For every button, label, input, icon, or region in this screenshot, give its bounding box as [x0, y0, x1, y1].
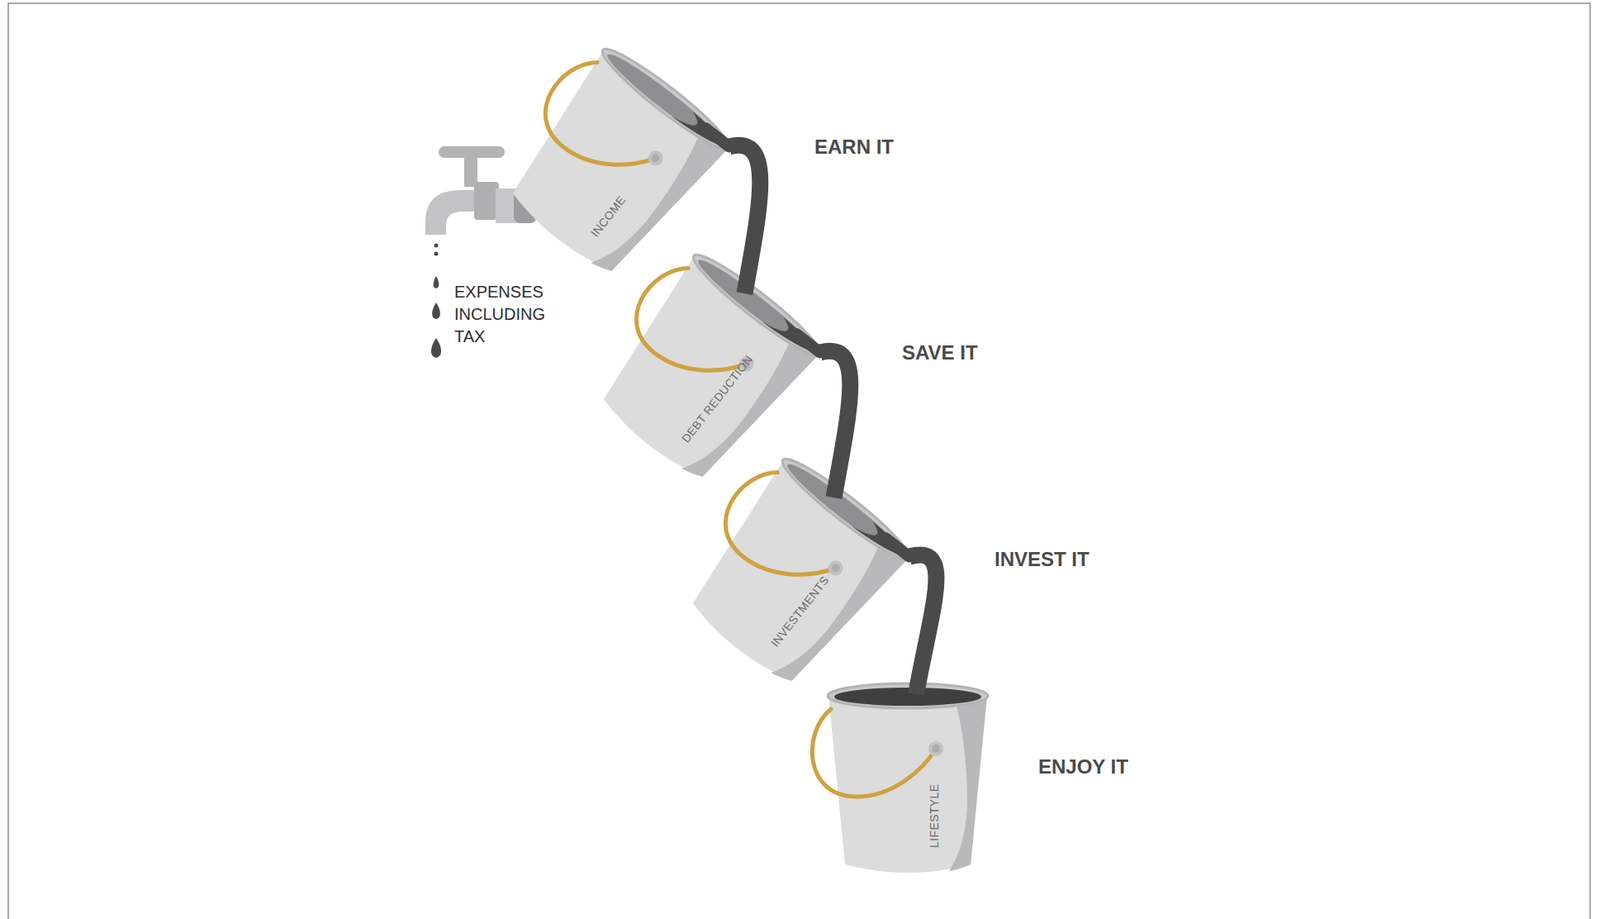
bucket-shape [670, 446, 921, 701]
bucket-inside [602, 47, 730, 152]
bucket-shape [825, 680, 991, 875]
bucket-liquid [851, 512, 908, 561]
bucket-inside [782, 456, 910, 562]
bucket-body [828, 695, 988, 873]
rivet [645, 147, 666, 168]
bucket-body [585, 255, 820, 493]
drop [432, 302, 441, 319]
bucket-shade [949, 695, 988, 871]
pour-stream [909, 555, 937, 694]
bucket-rim [775, 449, 917, 568]
step-heading: SAVE IT [902, 341, 979, 365]
tap-stem [464, 156, 478, 187]
bucket-label: LIFESTYLE [926, 707, 942, 848]
drop [433, 275, 440, 289]
pour-stream [885, 537, 909, 556]
drop [431, 337, 442, 358]
tap-collar [474, 181, 499, 220]
bucket-body [494, 49, 729, 287]
bucket: LIFESTYLE [825, 680, 991, 875]
pour-stream [705, 128, 729, 147]
step-heading: EARN IT [814, 135, 894, 159]
drip [434, 251, 439, 257]
bucket-body [674, 459, 909, 697]
bucket-handle [811, 708, 936, 797]
rivet [928, 740, 944, 756]
rivet [830, 561, 842, 574]
rivet [931, 744, 941, 753]
note-label: EXPENSES INCLUDING TAX [454, 280, 554, 348]
pour-stream [885, 537, 936, 694]
bucket: INCOME [490, 36, 741, 291]
bucket-liquid [762, 308, 819, 357]
bucket-handle [619, 256, 771, 402]
step-heading: ENJOY IT [1038, 754, 1129, 779]
bucket-rim [595, 39, 737, 158]
bucket-shape [581, 242, 831, 497]
pour-stream [796, 333, 850, 498]
pour-stream [820, 351, 850, 498]
bucket-inside [834, 687, 982, 706]
bucket-handle [528, 50, 680, 196]
bucket: DEBT REDUCTION [581, 242, 831, 497]
bucket-inside [693, 252, 821, 358]
step-heading: INVEST IT [994, 547, 1090, 571]
bucket-handle [708, 460, 860, 606]
bucket-rim [827, 683, 988, 708]
pour-stream [705, 128, 760, 294]
tap-handle [438, 146, 505, 158]
pour-stream [796, 333, 820, 352]
bucket: INVESTMENTS [670, 446, 921, 701]
bucket-liquid [671, 102, 728, 152]
frame [8, 3, 1591, 919]
bucket-shape [490, 36, 741, 291]
rivet [650, 151, 662, 164]
drip [434, 243, 439, 248]
bucket-rim [686, 245, 828, 364]
pour-stream [729, 145, 760, 294]
